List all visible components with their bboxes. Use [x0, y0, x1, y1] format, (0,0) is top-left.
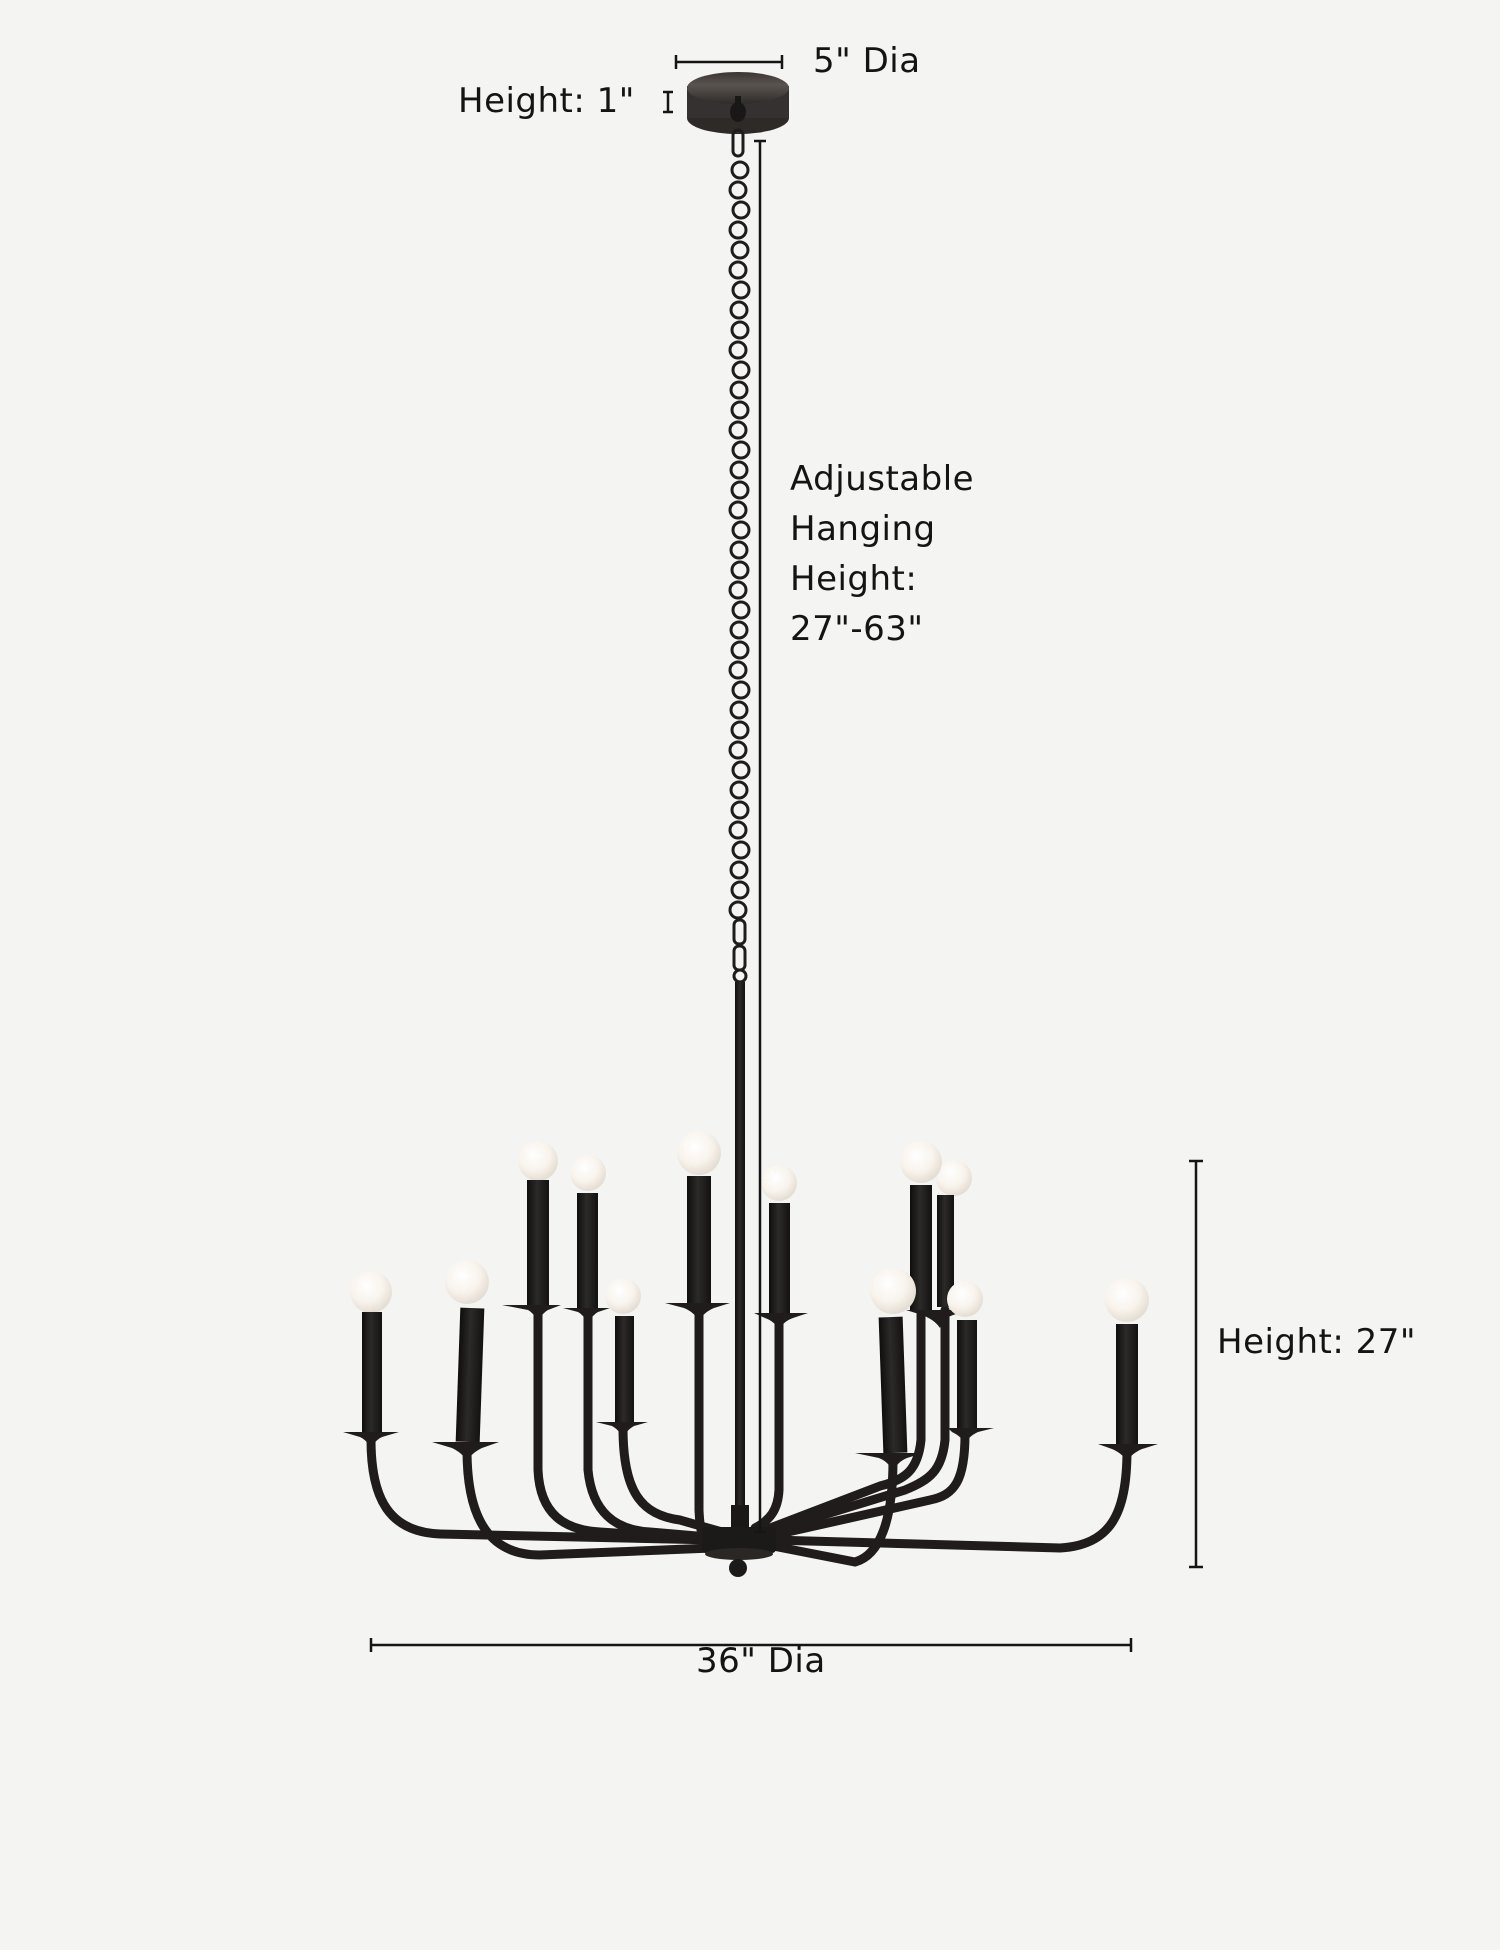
central-rod	[731, 982, 749, 1530]
candle-7	[754, 1165, 808, 1330]
candle-1	[343, 1271, 399, 1450]
candle-2	[432, 1260, 499, 1462]
hanging-height-line-1: Adjustable	[790, 459, 975, 499]
hanging-height-line-4: 27"-63"	[790, 609, 924, 649]
body-diameter-line	[369, 1638, 1133, 1652]
canopy-diameter-label: 5" Dia	[813, 41, 921, 81]
canopy-height-marker	[663, 90, 673, 114]
candle-5	[596, 1278, 648, 1438]
body-height-label: Height: 27"	[1217, 1322, 1417, 1362]
candle-9	[936, 1160, 972, 1307]
body-diameter-label: 36" Dia	[696, 1641, 826, 1681]
canopy	[687, 72, 789, 134]
candles	[343, 1131, 1158, 1472]
hanging-height-line	[754, 139, 766, 1534]
candle-4	[563, 1155, 610, 1325]
body-height-line	[1189, 1159, 1203, 1569]
hanging-height-line-3: Height:	[790, 559, 918, 599]
candle-12	[1098, 1278, 1158, 1462]
hanging-height-label: Adjustable Hanging Height: 27"-63"	[790, 454, 974, 654]
candle-8	[900, 1141, 970, 1328]
candle-3	[502, 1141, 561, 1323]
candle-11	[947, 1281, 994, 1444]
canopy-height-label: Height: 1"	[458, 81, 635, 121]
hub	[702, 1527, 776, 1577]
canopy-diameter-line	[674, 55, 784, 69]
chain	[728, 128, 751, 984]
dimension-lines	[369, 55, 1203, 1652]
candle-6	[665, 1131, 730, 1322]
hanging-height-line-2: Hanging	[790, 509, 936, 549]
candle-10	[855, 1268, 923, 1472]
